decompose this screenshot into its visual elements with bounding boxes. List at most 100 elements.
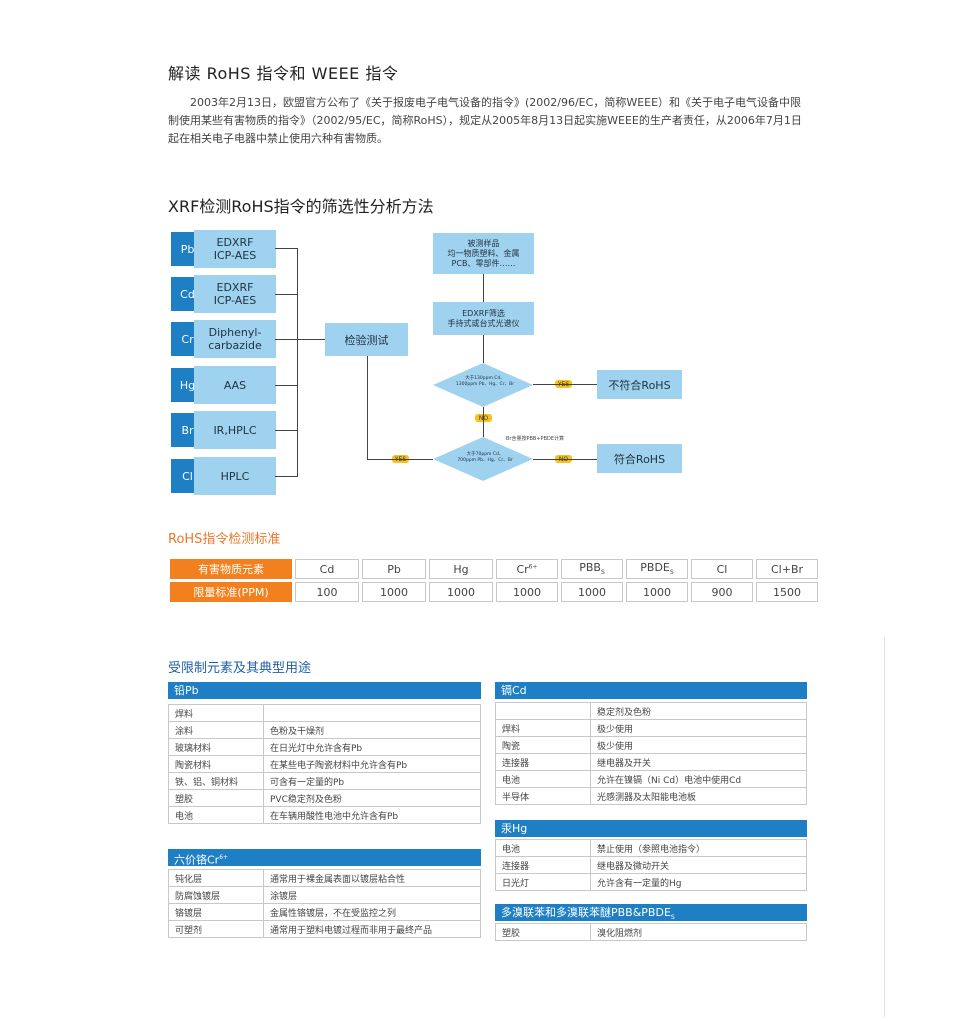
table-row: 铁、铝、铜材料可含有一定量的Pb xyxy=(168,772,481,790)
usage-cell: 通常用于裸金属表面以镀层粘合性 xyxy=(263,869,481,887)
std-el-pbde: PBDES xyxy=(626,559,688,579)
std-el: Cl xyxy=(691,559,753,579)
std-el: Pb xyxy=(362,559,426,579)
material-cell: 塑胶 xyxy=(168,789,264,807)
usage-cell: 在车辆用酸性电池中允许含有Pb xyxy=(263,806,481,824)
material-cell: 连接器 xyxy=(495,753,591,771)
std-title: RoHS指令检测标准 xyxy=(168,532,281,547)
table-row: 钝化层通常用于裸金属表面以镀层粘合性 xyxy=(168,869,481,887)
material-cell: 电池 xyxy=(495,839,591,857)
table-row: 半导体光感测器及太阳能电池板 xyxy=(495,787,807,805)
method-cl: HPLC xyxy=(194,457,276,495)
usage-cell: 色粉及干燥剂 xyxy=(263,721,481,739)
std-el-cr: Cr6+ xyxy=(496,559,558,579)
std-el: Hg xyxy=(429,559,493,579)
sample-box: 被测样品 均一物质塑料、金属 PCB、零部件…… xyxy=(433,233,534,274)
material-cell: 陶瓷 xyxy=(495,736,591,754)
usage-cell: 溴化阻燃剂 xyxy=(590,923,807,941)
material-cell: 钝化层 xyxy=(168,869,264,887)
std-el: Cd xyxy=(295,559,359,579)
material-cell: 半导体 xyxy=(495,787,591,805)
table-row: 连接器继电器及开关 xyxy=(495,753,807,771)
table-row: 涂料色粉及干燥剂 xyxy=(168,721,481,739)
usage-cell: 通常用于塑料电镀过程而非用于最终产品 xyxy=(263,920,481,938)
std-limit: 1000 xyxy=(561,582,623,602)
material-cell: 玻璃材料 xyxy=(168,738,264,756)
std-row-limits: 限量标准(PPM) 100 1000 1000 1000 1000 1000 9… xyxy=(170,582,818,602)
pbb-header: 多溴联苯和多溴联苯醚PBB&PBDES xyxy=(495,904,807,921)
std-table: 有害物质元素 Cd Pb Hg Cr6+ PBBS PBDES Cl Cl+Br… xyxy=(167,556,821,605)
decision-2-text: 大于70ppm Cd、 700ppm Pb、Hg、Cr、Br xyxy=(457,452,513,463)
usage-cell: 光感测器及太阳能电池板 xyxy=(590,787,807,805)
table-row: 焊料极少使用 xyxy=(495,719,807,737)
decision-2 xyxy=(433,437,533,481)
std-limit: 1000 xyxy=(626,582,688,602)
std-el-pbb: PBBS xyxy=(561,559,623,579)
usage-cell: 可含有一定量的Pb xyxy=(263,772,481,790)
comply-box: 符合RoHS xyxy=(597,444,682,473)
method-pb: EDXRF ICP-AES xyxy=(194,230,276,268)
method-cd: EDXRF ICP-AES xyxy=(194,275,276,313)
material-cell xyxy=(495,702,591,720)
method-hg: AAS xyxy=(194,366,276,404)
hg-table: 电池禁止使用（参照电池指令）连接器继电器及微动开关日光灯允许含有一定量的Hg xyxy=(495,839,807,891)
divider xyxy=(884,637,885,1017)
table-row: 玻璃材料在日光灯中允许含有Pb xyxy=(168,738,481,756)
usage-cell: 在某些电子陶瓷材料中允许含有Pb xyxy=(263,755,481,773)
usage-cell: 稳定剂及色粉 xyxy=(590,702,807,720)
material-cell: 铬镀层 xyxy=(168,903,264,921)
std-header-elements: 有害物质元素 xyxy=(170,559,292,579)
cd-table: 稳定剂及色粉焊料极少使用陶瓷极少使用连接器继电器及开关电池允许在镍镉（Ni Cd… xyxy=(495,702,807,805)
material-cell: 焊料 xyxy=(495,719,591,737)
material-cell: 焊料 xyxy=(168,704,264,722)
decision-1-text: 大于130ppm Cd、 1300ppm Pb、Hg、Cr、Br xyxy=(455,376,515,387)
method-br: IR,HPLC xyxy=(194,411,276,449)
table-row: 可塑剂通常用于塑料电镀过程而非用于最终产品 xyxy=(168,920,481,938)
table-row: 焊料 xyxy=(168,704,481,722)
usage-cell: 金属性铬镀层，不在受监控之列 xyxy=(263,903,481,921)
br-note: Br含量按PBB+PBDE计算 xyxy=(506,436,565,442)
screen-box: EDXRF筛选 手持式或台式光谱仪 xyxy=(433,302,534,335)
material-cell: 连接器 xyxy=(495,856,591,874)
cr-header: 六价铬Cr6+ xyxy=(168,849,481,867)
std-limit: 1000 xyxy=(362,582,426,602)
table-row: 电池禁止使用（参照电池指令） xyxy=(495,839,807,857)
cd-header: 镉Cd xyxy=(495,682,807,699)
usage-cell: 允许含有一定量的Hg xyxy=(590,873,807,891)
usage-cell: PVC稳定剂及色粉 xyxy=(263,789,481,807)
usage-cell: 禁止使用（参照电池指令） xyxy=(590,839,807,857)
uses-title: 受限制元素及其典型用途 xyxy=(168,661,312,676)
pb-header: 铅Pb xyxy=(168,682,481,699)
table-row: 塑胶溴化阻燃剂 xyxy=(495,923,807,941)
material-cell: 日光灯 xyxy=(495,873,591,891)
material-cell: 电池 xyxy=(168,806,264,824)
usage-cell: 涂镀层 xyxy=(263,886,481,904)
table-row: 稳定剂及色粉 xyxy=(495,702,807,720)
decision-1 xyxy=(433,363,533,407)
usage-cell xyxy=(263,704,481,722)
material-cell: 塑胶 xyxy=(495,923,591,941)
std-limit: 1000 xyxy=(429,582,493,602)
usage-cell: 继电器及微动开关 xyxy=(590,856,807,874)
std-header-limits: 限量标准(PPM) xyxy=(170,582,292,602)
table-row: 电池允许在镍镉（Ni Cd）电池中使用Cd xyxy=(495,770,807,788)
std-el: Cl+Br xyxy=(756,559,818,579)
test-box: 检验测试 xyxy=(325,323,408,356)
material-cell: 防腐蚀镀层 xyxy=(168,886,264,904)
usage-cell: 在日光灯中允许含有Pb xyxy=(263,738,481,756)
decision-diamonds xyxy=(433,363,533,481)
std-limit: 100 xyxy=(295,582,359,602)
pbb-table: 塑胶溴化阻燃剂 xyxy=(495,923,807,941)
usage-cell: 继电器及开关 xyxy=(590,753,807,771)
std-limit: 900 xyxy=(691,582,753,602)
cr-table: 钝化层通常用于裸金属表面以镀层粘合性防腐蚀镀层涂镀层铬镀层金属性铬镀层，不在受监… xyxy=(168,869,481,938)
hg-header: 汞Hg xyxy=(495,820,807,837)
table-row: 日光灯允许含有一定量的Hg xyxy=(495,873,807,891)
table-row: 防腐蚀镀层涂镀层 xyxy=(168,886,481,904)
material-cell: 陶瓷材料 xyxy=(168,755,264,773)
usage-cell: 极少使用 xyxy=(590,736,807,754)
table-row: 连接器继电器及微动开关 xyxy=(495,856,807,874)
table-row: 电池在车辆用酸性电池中允许含有Pb xyxy=(168,806,481,824)
table-row: 陶瓷材料在某些电子陶瓷材料中允许含有Pb xyxy=(168,755,481,773)
